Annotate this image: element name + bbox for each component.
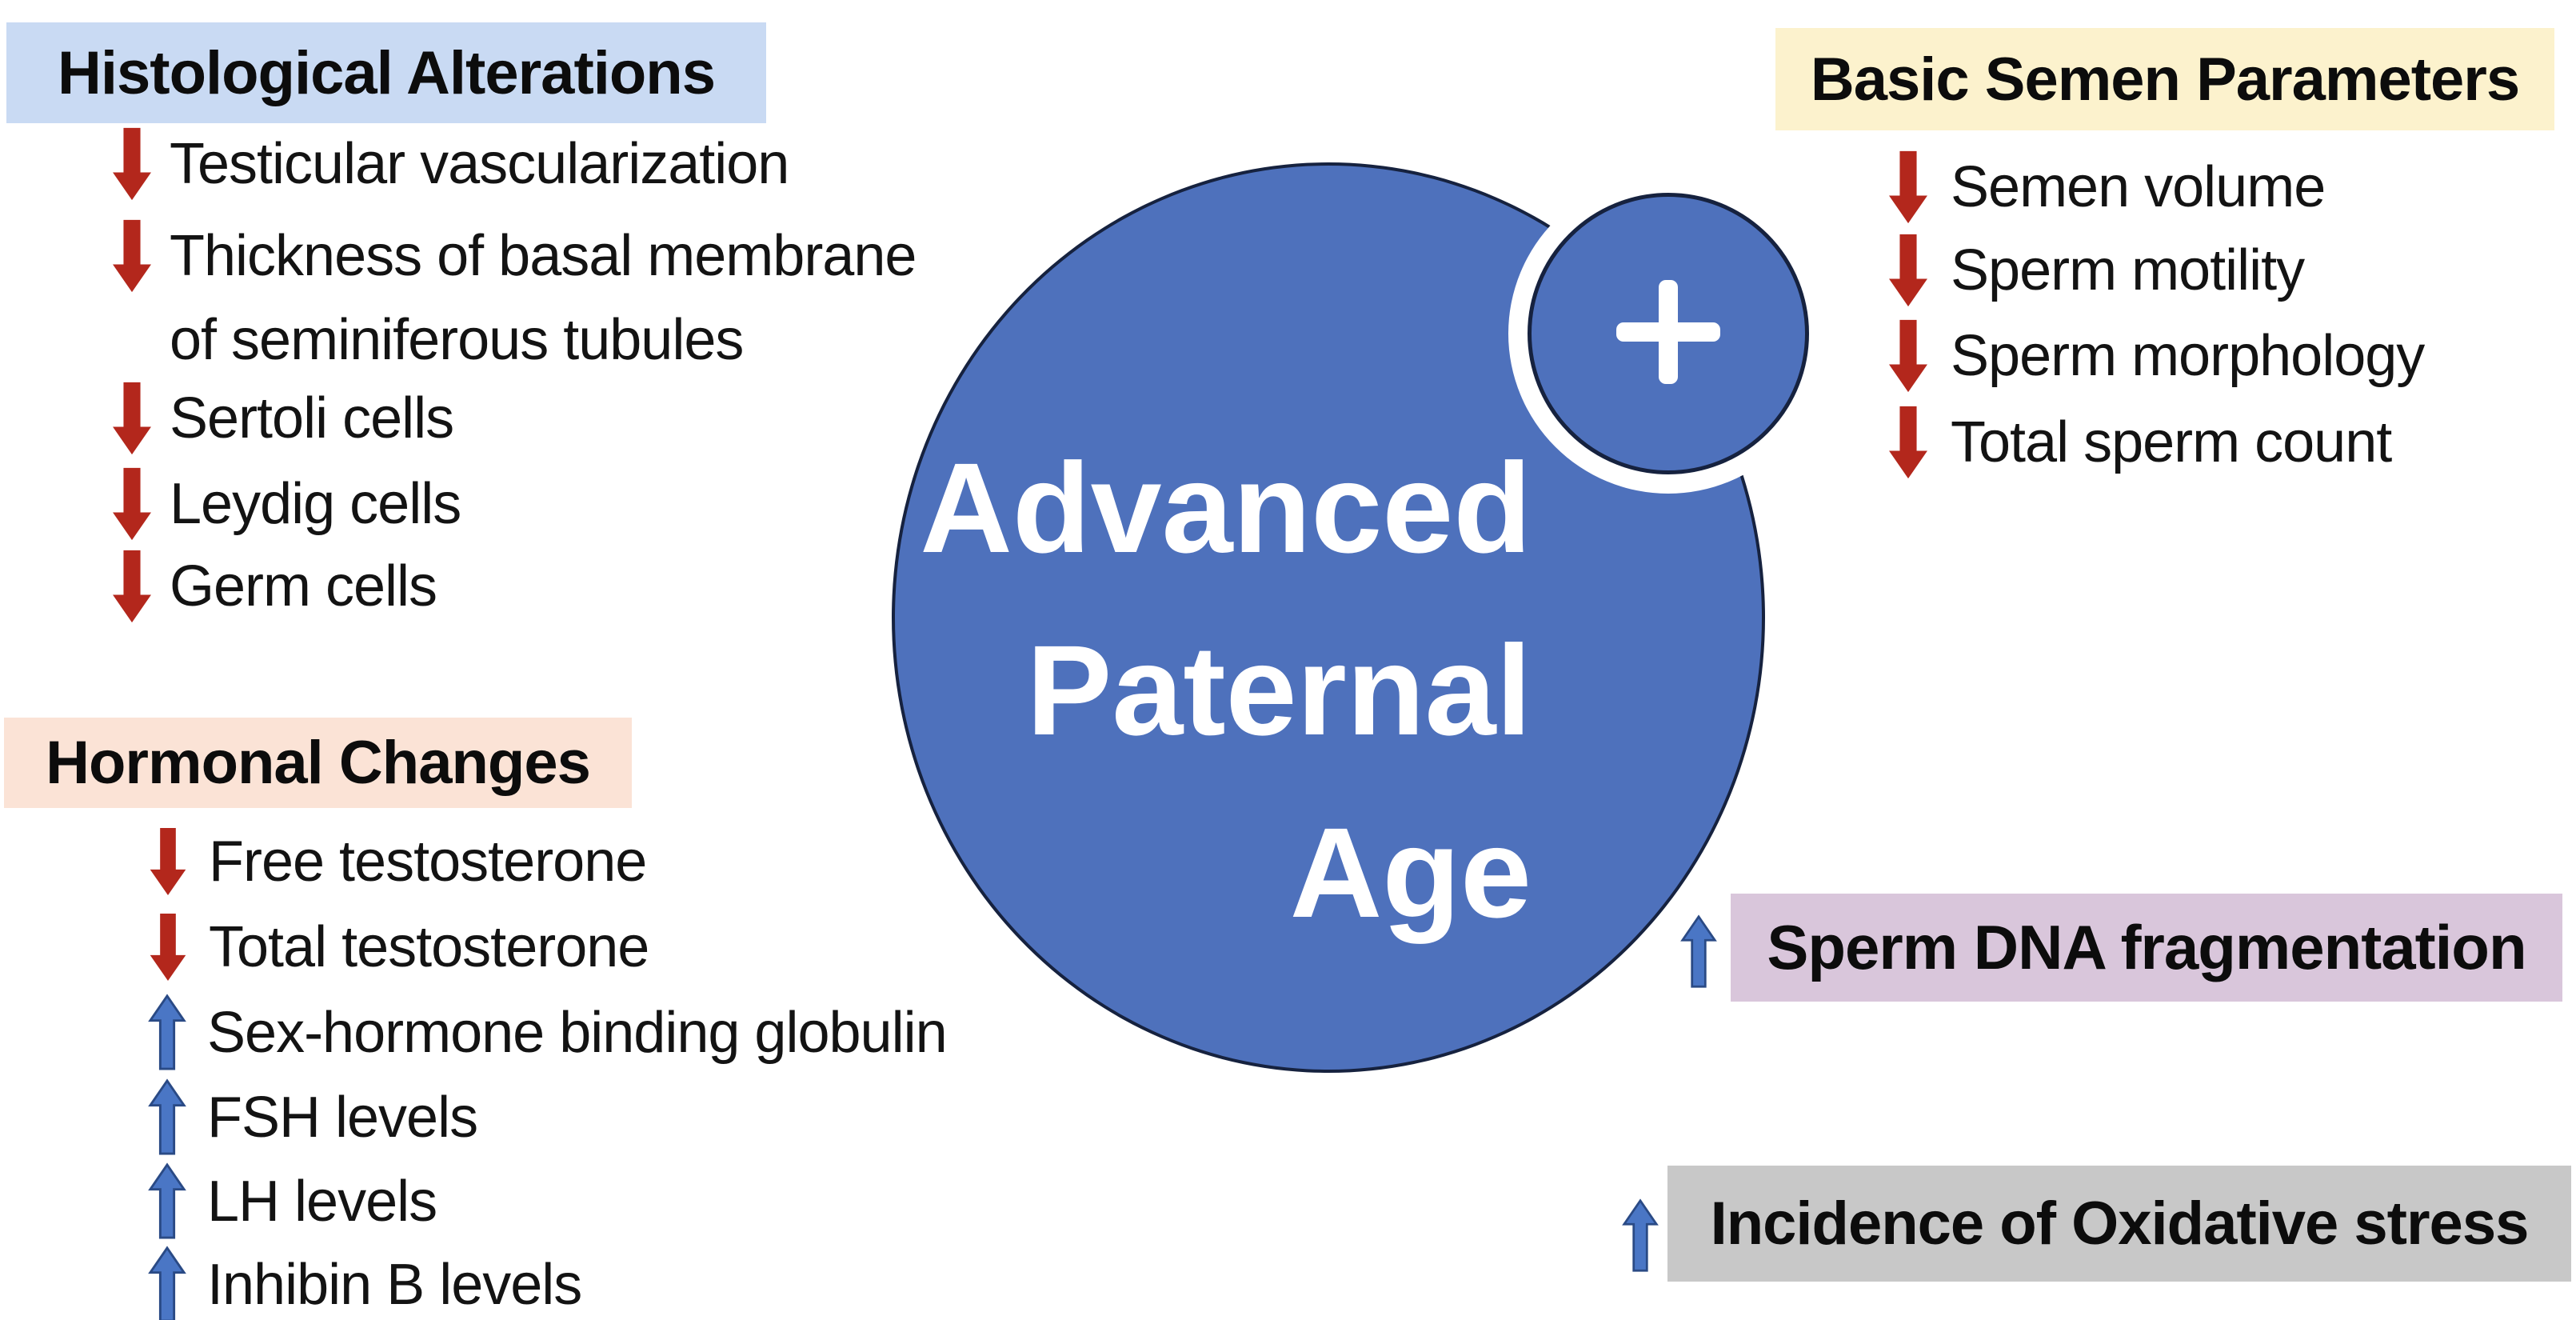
section-header-histological: Histological Alterations [6, 22, 766, 123]
list-item-label: Sertoli cells [170, 386, 454, 450]
plus-icon [1612, 276, 1724, 392]
down-arrow-icon [1887, 318, 1930, 394]
up-arrow-icon [148, 993, 186, 1073]
list-item-label: Total sperm count [1951, 410, 2392, 474]
list-item: Total sperm count [1887, 400, 2392, 485]
list-item: LH levels [148, 1159, 437, 1244]
callout-label: Incidence of Oxidative stress [1710, 1190, 2530, 1258]
list-item: Sperm morphology [1887, 314, 2425, 398]
up-arrow-icon [148, 1078, 186, 1158]
list-item: Semen volume [1887, 145, 2326, 230]
list-item-continuation: of seminiferous tubules [170, 298, 744, 382]
list-item: Sperm motility [1887, 228, 2305, 313]
down-arrow-icon [1887, 150, 1930, 225]
list-item-label: Sperm motility [1951, 238, 2305, 302]
list-item: Leydig cells [110, 462, 461, 546]
central-circle-title: Advanced Paternal Age [920, 417, 1532, 964]
circle-title-line: Age [1289, 801, 1532, 944]
list-item-label: Inhibin B levels [207, 1253, 582, 1317]
list-item: FSH levels [148, 1075, 478, 1160]
down-arrow-icon [110, 218, 154, 294]
list-item-label: Testicular vascularization [170, 132, 789, 196]
down-arrow-icon [1887, 233, 1930, 308]
list-item: Testicular vascularization [110, 122, 789, 206]
section-title: Histological Alterations [58, 38, 716, 107]
down-arrow-icon [1887, 405, 1930, 480]
callout-label: Sperm DNA fragmentation [1767, 912, 2526, 982]
down-arrow-icon [148, 825, 188, 898]
section-title: Hormonal Changes [46, 729, 591, 797]
plus-badge-circle [1528, 193, 1809, 474]
up-arrow-icon [148, 1162, 186, 1242]
list-item: Sex-hormone binding globulin [148, 990, 948, 1075]
section-title: Basic Semen Parameters [1810, 45, 2520, 114]
down-arrow-icon [148, 910, 188, 984]
list-item-label: FSH levels [207, 1086, 478, 1150]
up-arrow-icon [148, 1245, 186, 1320]
list-item-label: Semen volume [1951, 155, 2326, 219]
circle-title-line: Advanced [920, 436, 1532, 579]
list-item: Germ cells [110, 544, 437, 629]
circle-title-line: Paternal [1026, 618, 1532, 762]
list-item-label: Sperm morphology [1951, 324, 2425, 388]
list-item-label: Thickness of basal membrane [170, 224, 917, 288]
list-item: Total testosterone [148, 905, 649, 990]
list-item-label: Germ cells [170, 554, 437, 618]
section-header-hormonal: Hormonal Changes [4, 718, 632, 808]
list-item-label: of seminiferous tubules [170, 308, 744, 372]
up-arrow-icon [1680, 911, 1717, 993]
down-arrow-icon [110, 549, 154, 624]
up-arrow-icon [1622, 1191, 1659, 1281]
down-arrow-icon [110, 381, 154, 456]
list-item: Free testosterone [148, 819, 647, 904]
down-arrow-icon [110, 466, 154, 542]
list-item-label: Sex-hormone binding globulin [207, 1001, 948, 1065]
section-header-semen: Basic Semen Parameters [1775, 28, 2554, 130]
list-item: Thickness of basal membrane [110, 214, 917, 298]
list-item-label: Free testosterone [209, 830, 647, 894]
list-item: Sertoli cells [110, 376, 454, 461]
down-arrow-icon [110, 126, 154, 202]
callout-incidence-oxidative-stress: Incidence of Oxidative stress [1667, 1166, 2571, 1282]
callout-sperm-dna-fragmentation: Sperm DNA fragmentation [1731, 894, 2562, 1002]
list-item: Inhibin B levels [148, 1242, 582, 1320]
list-item-label: Total testosterone [209, 915, 649, 979]
list-item-label: Leydig cells [170, 472, 461, 536]
list-item-label: LH levels [207, 1170, 437, 1234]
